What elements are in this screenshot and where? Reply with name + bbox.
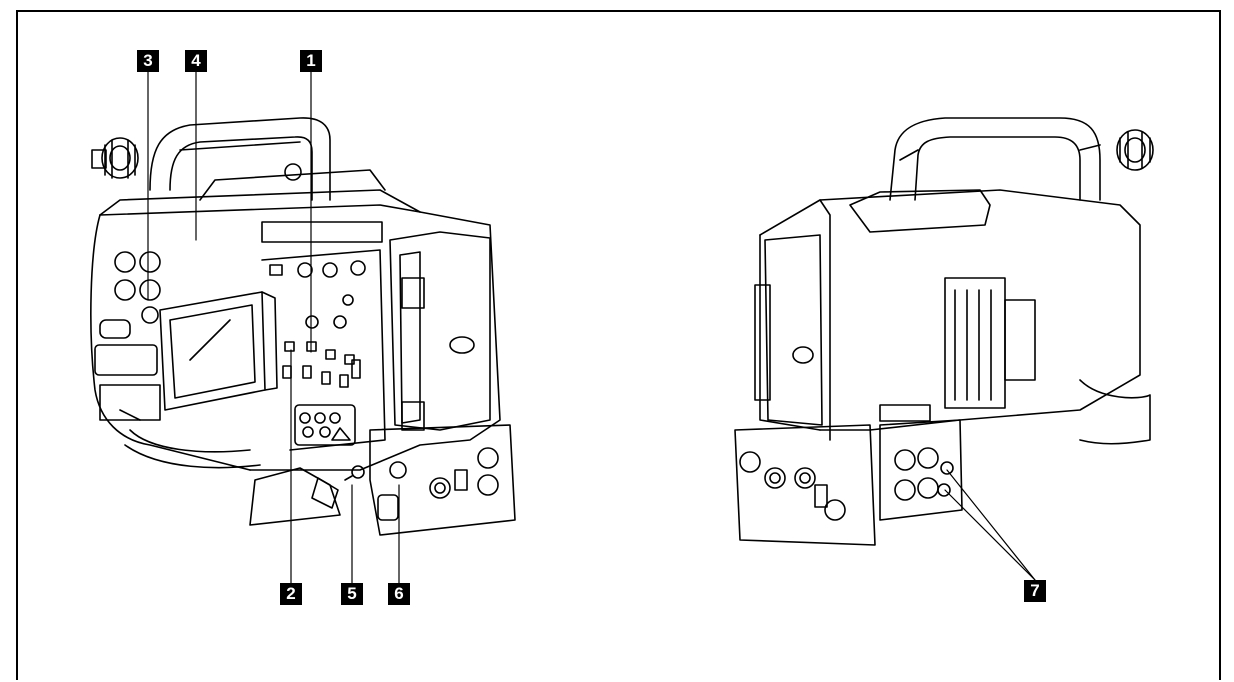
callout-1: 1 xyxy=(300,50,322,72)
callout-7: 7 xyxy=(1024,580,1046,602)
callout-leaders xyxy=(147,67,1036,584)
left-camera-icon xyxy=(90,117,516,536)
callout-6: 6 xyxy=(388,583,410,605)
right-camera-icon xyxy=(734,117,1154,546)
callout-4: 4 xyxy=(185,50,207,72)
callout-2: 2 xyxy=(280,583,302,605)
figure-frame xyxy=(16,10,1221,680)
callout-3: 3 xyxy=(137,50,159,72)
callout-5: 5 xyxy=(341,583,363,605)
